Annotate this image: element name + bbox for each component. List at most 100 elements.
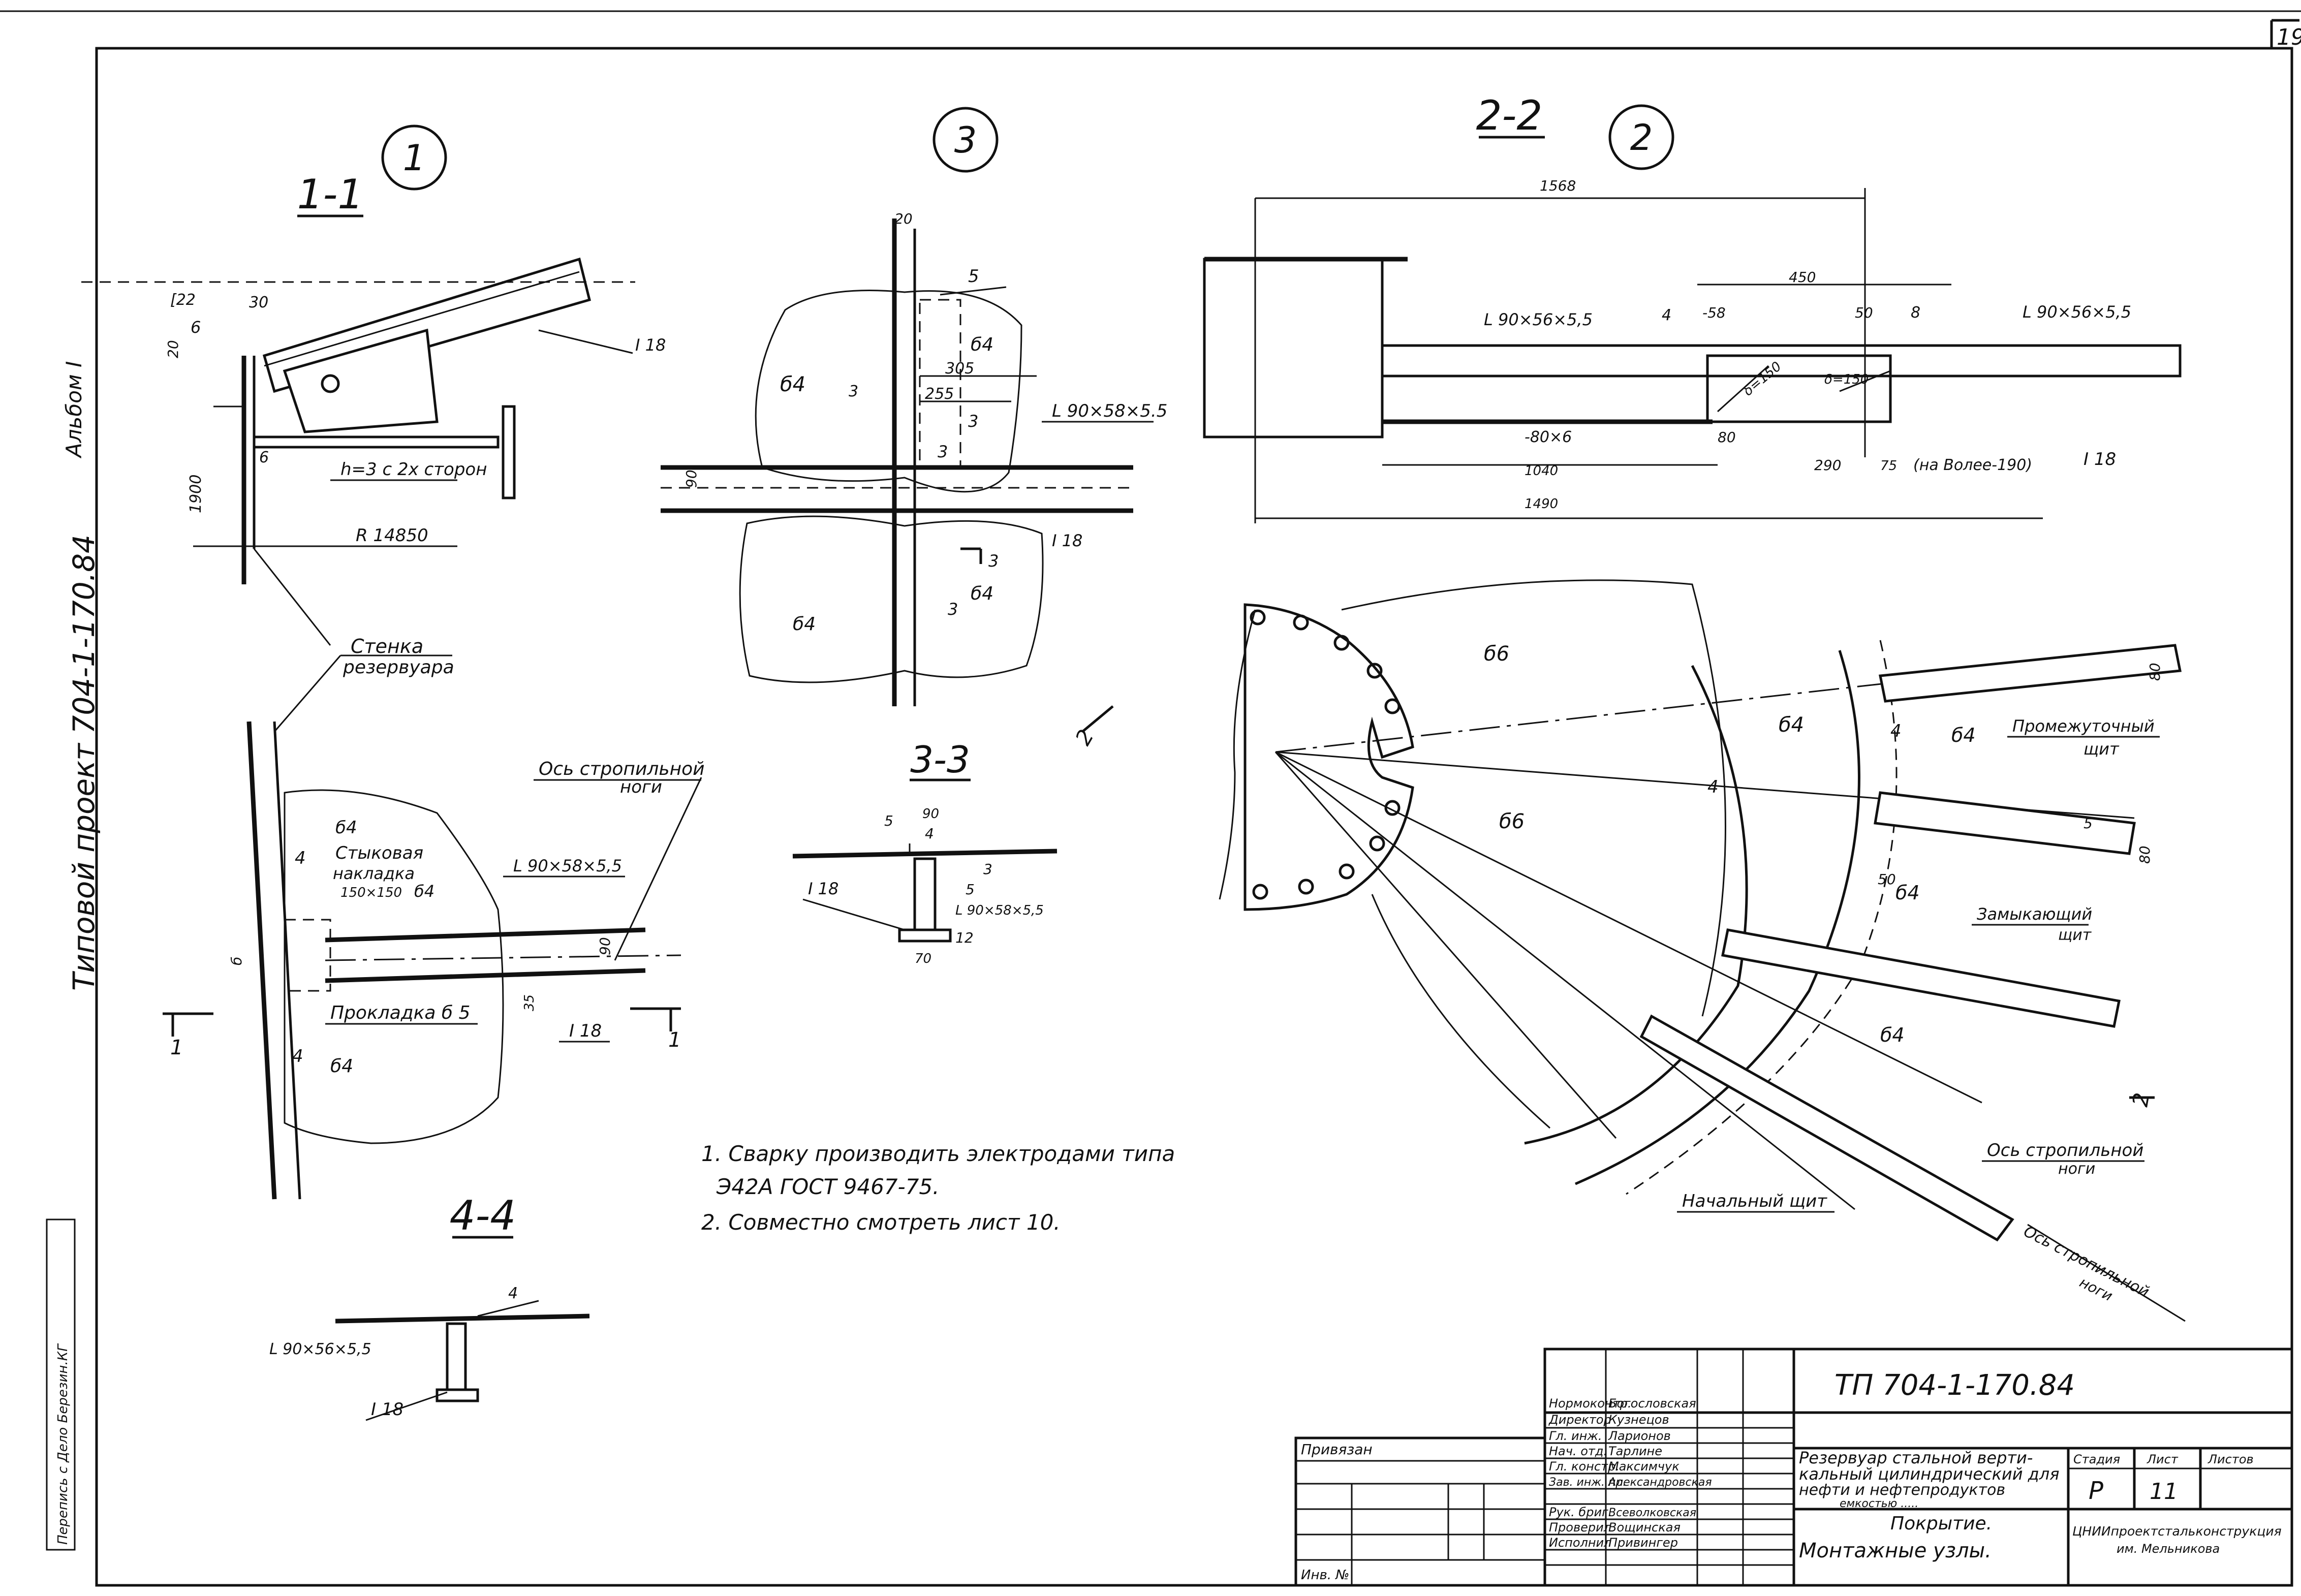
- section-title-2-2: 2-2: [1476, 92, 1543, 139]
- tb-stage: Р: [2089, 1477, 2103, 1505]
- view-marker-circle-3: [932, 107, 999, 173]
- s33-label-70: 70: [915, 951, 931, 966]
- weld-diag-2: [1839, 370, 1891, 392]
- label-b4-v3-lower: б4: [793, 614, 816, 635]
- label-5-v3: 5: [968, 266, 979, 287]
- gusset-plate: [283, 328, 439, 433]
- label-i18-plan: I 18: [569, 1021, 602, 1041]
- view-marker-3: 3: [954, 119, 977, 161]
- plan-label-4a: 4: [1707, 777, 1719, 797]
- beam-intermediate: [1879, 644, 2182, 703]
- s44-leader-i18: [365, 1391, 448, 1421]
- tb-tied: Привязан: [1301, 1441, 1373, 1458]
- label-1900: 1900: [187, 475, 205, 513]
- label-b4-plan1: б4: [335, 818, 357, 838]
- drum-bolt-6: [1384, 800, 1401, 816]
- label-angle-v3: L 90×58×5.5: [1052, 401, 1167, 421]
- tb-name-8: Привингер: [1608, 1536, 1678, 1550]
- plan-plate-outline: [284, 789, 504, 1144]
- label-b4-v3-right: б4: [971, 334, 993, 355]
- view-marker-circle-2: [1608, 104, 1674, 170]
- leader-i18-v1: [538, 329, 633, 354]
- plan-label-80-top: 80: [2147, 663, 2163, 681]
- s33-leader-i18: [802, 898, 905, 931]
- plan-label-b6-1: б6: [1484, 642, 1509, 666]
- label-150x150: 150×150: [340, 885, 402, 900]
- view-marker-circle-1: [381, 124, 447, 191]
- plan-label-axis-1: Ось стропильной: [1987, 1140, 2143, 1161]
- shield-arc-outer: [1341, 579, 1726, 1017]
- label-cut-1-left: 1: [170, 1036, 183, 1059]
- top-angle-bar: [1381, 344, 2182, 378]
- beam-closing: [1721, 928, 2121, 1028]
- plan-label-b4-3: б4: [1895, 882, 1920, 904]
- leader-wall-1: [253, 548, 331, 646]
- tb-org-1: им. Мельникова: [2117, 1542, 2220, 1556]
- beam-mid: [1874, 791, 2136, 855]
- view-plan-4: б4 Стыковая накладка 150×150 б4 4 L 90×5…: [163, 721, 705, 1200]
- label-305: 305: [945, 360, 974, 378]
- ring-beam-end: [502, 405, 516, 499]
- wall-label-line2: резервуара: [343, 657, 454, 678]
- tb-stage-header: Стадия: [2073, 1452, 2120, 1466]
- tb-name-1: Кузнецов: [1608, 1413, 1669, 1427]
- notes: 1. Сварку производить электродами типа Э…: [701, 1141, 1175, 1235]
- drum-bolt-8: [1339, 863, 1355, 880]
- shield-arc-1: [1524, 665, 1748, 1145]
- tb-role-8: Исполнил: [1549, 1536, 1612, 1550]
- label-axis-line1: Ось стропильной: [539, 759, 705, 779]
- album-label: Альбом I: [61, 361, 86, 459]
- drum-bolt-7: [1369, 835, 1385, 852]
- plan-wall-b: [273, 721, 301, 1200]
- beam-initial: [1639, 1014, 2014, 1242]
- section-title-3-3: 3-3: [910, 738, 970, 781]
- label-3-b: 3: [938, 442, 948, 461]
- tb-project-code: ТП 704-1-170.84: [1834, 1369, 2075, 1402]
- label-i18-v3: I 18: [1052, 531, 1082, 550]
- plan-label-closing-2: щит: [2058, 926, 2092, 944]
- label-90-v3: 90: [683, 470, 700, 488]
- label-weld: h=3 с 2х сторон: [340, 459, 487, 480]
- label-d150-b: δ=150: [1824, 372, 1869, 387]
- splice-pad: [284, 919, 331, 992]
- label-90-plan: 90: [597, 937, 613, 955]
- label-80x6: -80×6: [1525, 428, 1572, 446]
- sheet-number: 19: [2277, 24, 2301, 50]
- label-6-bottom: 6: [259, 449, 269, 466]
- ring-beam: [253, 435, 500, 449]
- label-gasket: Прокладка б 5: [330, 1003, 470, 1023]
- label-75: 75: [1880, 458, 1897, 474]
- tie-box: [1294, 1436, 1546, 1587]
- s44-web: [446, 1322, 467, 1391]
- note-1-line1: 1. Сварку производить электродами типа: [701, 1141, 1175, 1166]
- weld-diag-1: [1717, 365, 1769, 413]
- s33-label-3: 3: [983, 861, 992, 878]
- plan-cut-2-right: 2: [2128, 1091, 2155, 1109]
- tb-name-5: Александровская: [1607, 1476, 1712, 1489]
- label-3-e: 3: [849, 383, 858, 400]
- tb-role-6: Рук. бриг.: [1549, 1505, 1612, 1519]
- wall-label-line1: Стенка: [351, 635, 423, 658]
- plan-label-intermediate-2: щит: [2084, 739, 2120, 759]
- view-1-1: 1 1-1 [22 30 6 20 1900 I 18 6 h=3 с 2х с…: [81, 124, 666, 646]
- shield-edge-lower: [1371, 894, 1550, 1129]
- drum-bolt-10: [1252, 884, 1268, 900]
- view-marker-1: 1: [403, 137, 426, 179]
- s44-label-angle: L 90×56×5,5: [269, 1340, 371, 1358]
- plan-cut-2-left-tick: [1081, 705, 1114, 733]
- s44-leader-4: [477, 1300, 539, 1317]
- axis-2-line: [2027, 1224, 2186, 1322]
- label-d150-a: δ=150: [1740, 359, 1784, 399]
- view-3: 3 20 5 б4 305 255 б4 L 90×58×5.5 3 3 3 9…: [661, 107, 1167, 706]
- tb-sheets-header: Листов: [2207, 1452, 2254, 1466]
- label-3-a: 3: [968, 412, 978, 431]
- tb-sheet-title-0: Покрытие.: [1890, 1513, 1992, 1534]
- label-butt: Стыковая: [335, 843, 423, 863]
- tb-role-2: Гл. инж.: [1549, 1429, 1602, 1443]
- drum-bolt-3: [1333, 635, 1350, 651]
- tb-desc-3: емкостью .....: [1840, 1497, 1918, 1510]
- label-b4-v3-bottom: б4: [971, 583, 993, 604]
- pad-outline: [919, 299, 961, 468]
